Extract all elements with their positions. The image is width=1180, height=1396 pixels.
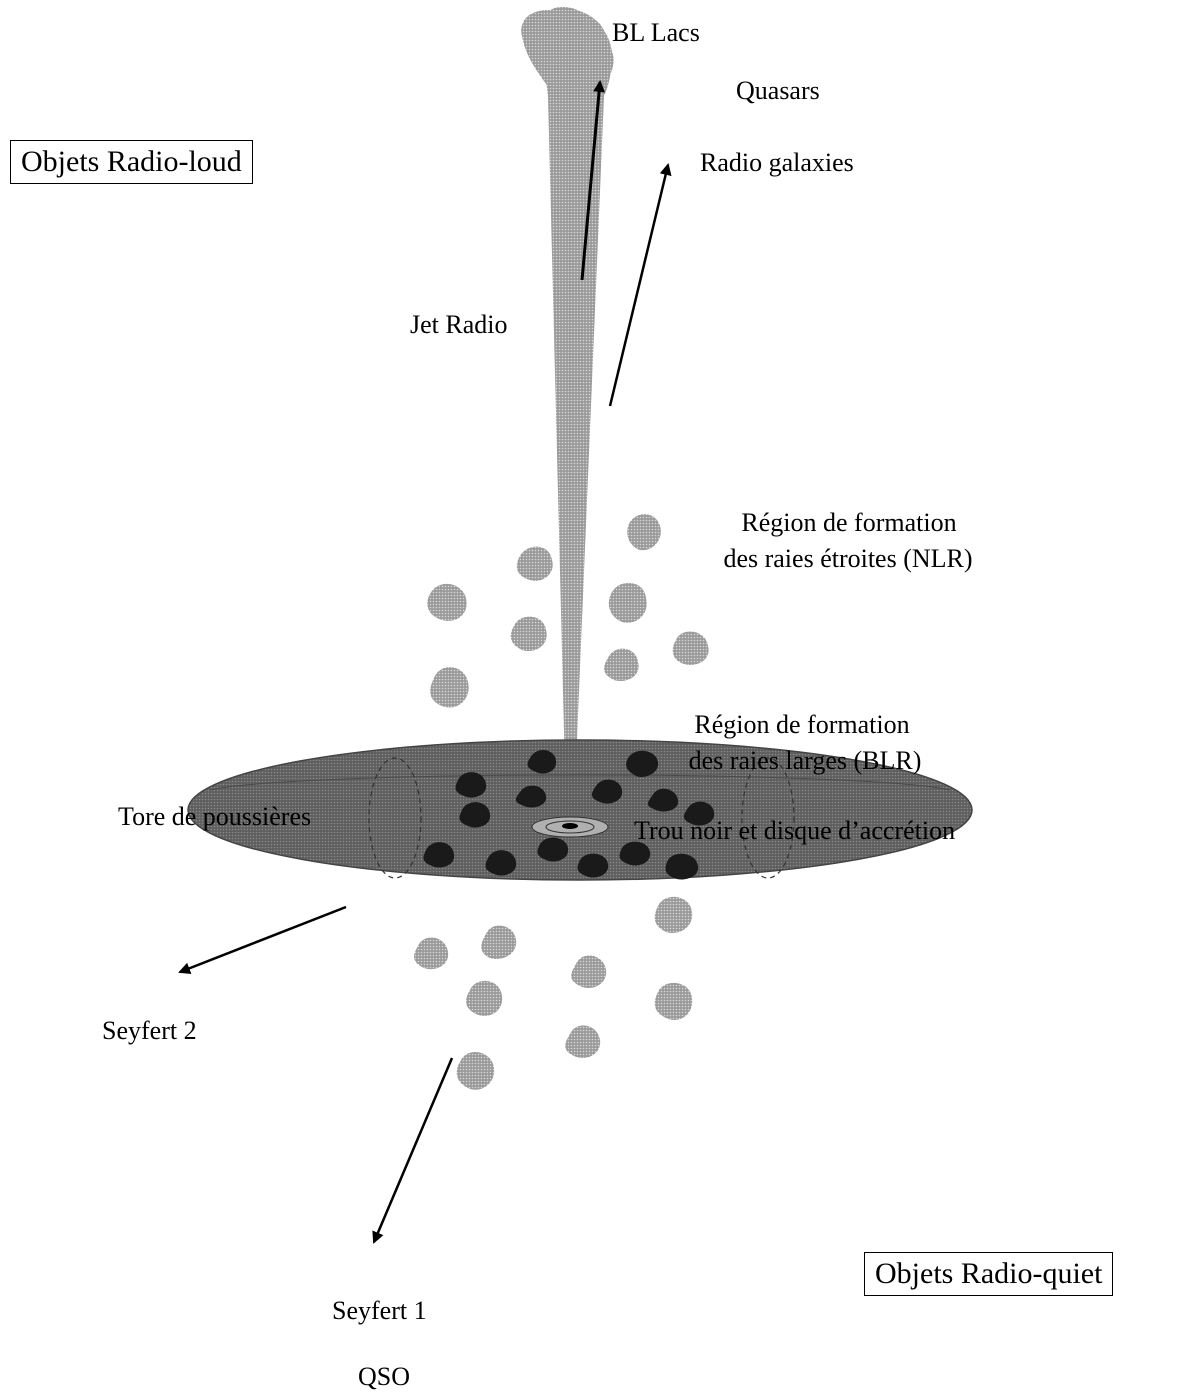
label-bl-lacs: BL Lacs bbox=[612, 20, 700, 46]
label-blr-line1: Région de formation bbox=[664, 712, 940, 738]
radio-jet bbox=[527, 10, 611, 810]
nlr-clouds-lower bbox=[414, 897, 692, 1090]
arrow-seyfert2 bbox=[180, 907, 346, 972]
black-hole bbox=[562, 823, 578, 829]
label-radio-galaxies: Radio galaxies bbox=[700, 150, 854, 176]
label-seyfert1: Seyfert 1 bbox=[332, 1298, 427, 1324]
arrow-radio-galaxies bbox=[610, 165, 668, 406]
label-jet-radio: Jet Radio bbox=[410, 312, 508, 338]
arrow-seyfert1 bbox=[374, 1058, 452, 1242]
label-seyfert2: Seyfert 2 bbox=[102, 1018, 197, 1044]
label-qso: QSO bbox=[358, 1364, 410, 1390]
label-black-hole: Trou noir et disque d’accrétion bbox=[634, 818, 955, 844]
label-blr-line2: des raies larges (BLR) bbox=[660, 748, 950, 774]
box-radio-quiet: Objets Radio-quiet bbox=[864, 1252, 1113, 1296]
label-nlr-line2: des raies étroites (NLR) bbox=[700, 546, 996, 572]
label-quasars: Quasars bbox=[736, 78, 820, 104]
box-radio-loud: Objets Radio-loud bbox=[10, 140, 253, 184]
label-nlr-line1: Région de formation bbox=[704, 510, 994, 536]
label-torus: Tore de poussières bbox=[118, 804, 311, 830]
